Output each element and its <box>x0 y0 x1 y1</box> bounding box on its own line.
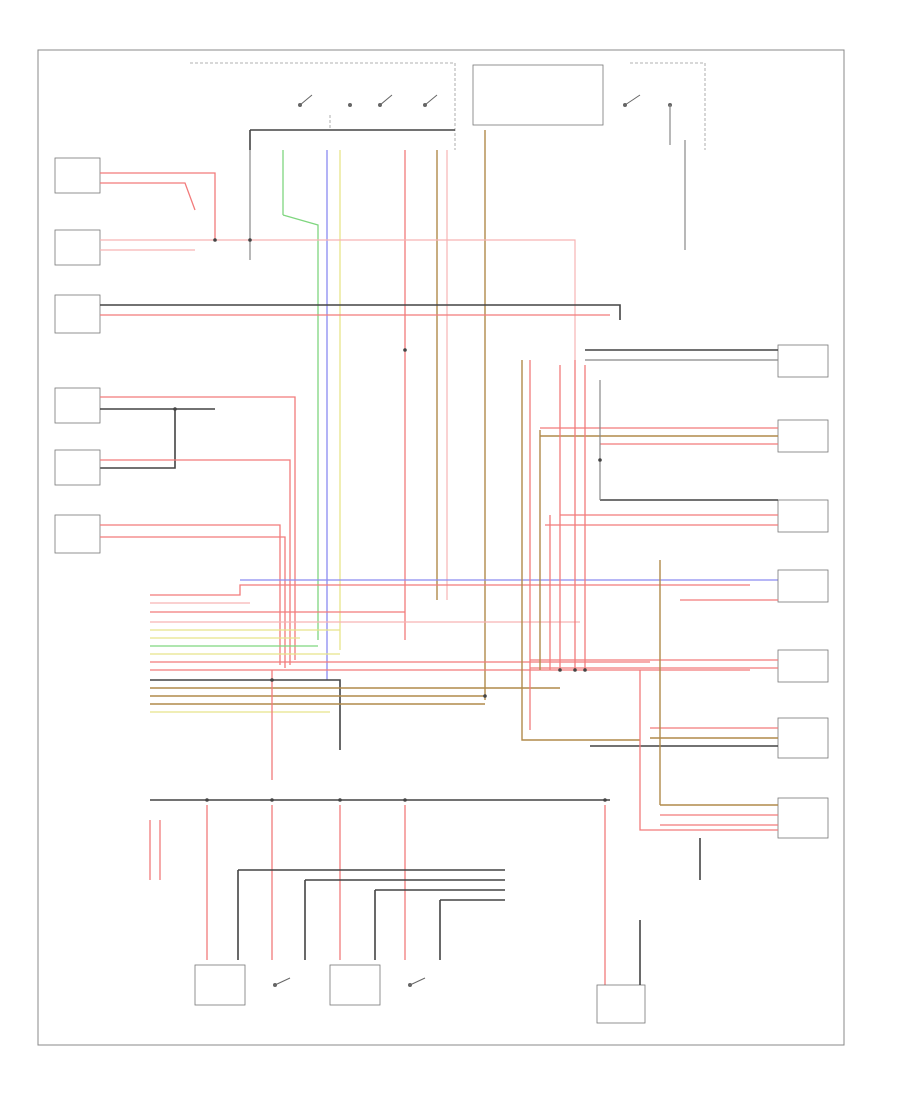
door-lock-switch-right <box>54 229 576 360</box>
passenger-door-lock-actuator <box>329 964 381 1006</box>
right-module-5 <box>530 649 829 683</box>
diagram-frame <box>37 49 845 1046</box>
junction-dots <box>173 238 607 802</box>
left-door-ajar-switch <box>273 977 291 987</box>
instrument-cluster-pins <box>150 584 750 750</box>
door-lock-selector <box>54 294 621 334</box>
trunk-lock-cylinder-switch <box>54 449 291 665</box>
right-module-7 <box>660 797 829 839</box>
driver-door-lock-actuator <box>194 964 246 1006</box>
right-door-ajar-switch <box>408 977 426 987</box>
right-module-3 <box>545 499 829 533</box>
ignition-switch-block <box>190 62 456 150</box>
door-lock-switch-left <box>54 157 216 240</box>
hatch-lock-actuator <box>596 920 646 1024</box>
fuse-block-outline <box>472 64 604 126</box>
right-module-2 <box>540 419 829 453</box>
hatch-lock-switch <box>54 514 286 668</box>
trunk-release-switch <box>54 387 296 660</box>
right-module-6 <box>590 717 829 759</box>
right-module-1 <box>585 344 829 378</box>
right-module-4 <box>680 569 829 603</box>
brake-switch-block <box>623 62 706 250</box>
